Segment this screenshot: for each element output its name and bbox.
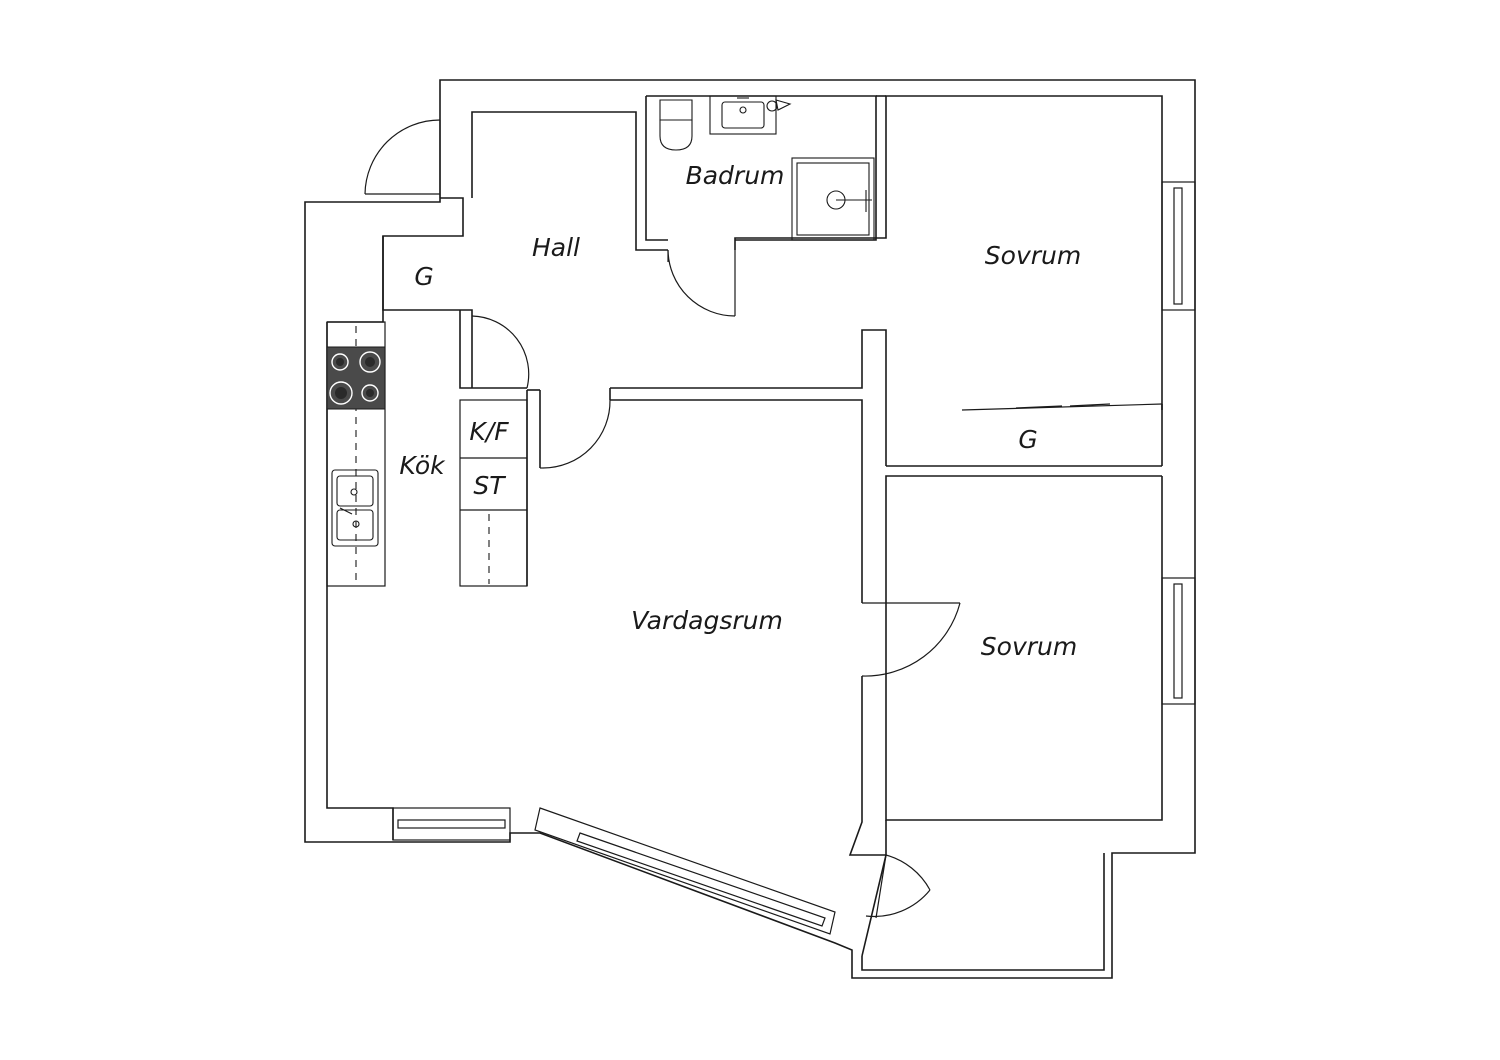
hall-walls: [459, 309, 887, 603]
window-living-left: [392, 807, 511, 841]
label-st: ST: [473, 471, 506, 500]
balcony: [861, 853, 1105, 971]
window-bedroom-2: [1161, 577, 1196, 705]
sink-icon: [709, 95, 777, 135]
bedroom-2-door: [848, 602, 961, 856]
bedroom-1-wardrobe: [885, 403, 1163, 467]
shower-icon: [791, 157, 875, 241]
label-kok: Kök: [399, 451, 446, 480]
label-sovrum-1-wardrobe: G: [1018, 425, 1037, 454]
outer-walls: [304, 79, 1196, 979]
kitchen-sink-icon: [331, 469, 379, 547]
label-kf: K/F: [469, 417, 509, 446]
toilet-icon: [659, 99, 693, 151]
label-hall: Hall: [532, 233, 580, 262]
window-living-angled: [534, 807, 836, 935]
kitchen-counter-right: [459, 399, 528, 587]
window-bedroom-1: [1161, 181, 1196, 311]
label-vardagsrum: Vardagsrum: [631, 606, 783, 635]
bathroom-door: [667, 249, 736, 317]
towel-icon: [766, 99, 792, 112]
entrance-door: [364, 119, 441, 198]
label-badrum: Badrum: [686, 161, 785, 190]
label-sovrum-1: Sovrum: [985, 241, 1081, 270]
stove-icon: [326, 346, 386, 410]
label-hall-wardrobe: G: [414, 262, 433, 291]
label-sovrum-2: Sovrum: [981, 632, 1077, 661]
